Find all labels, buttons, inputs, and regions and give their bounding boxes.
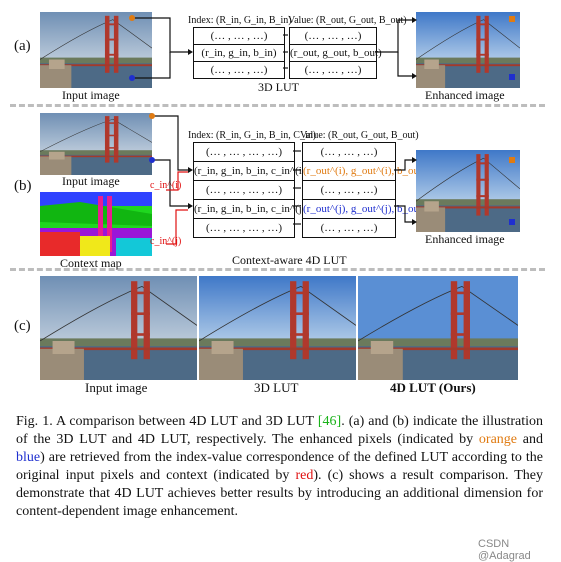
lut-caption-a: 3D LUT: [258, 80, 299, 94]
panel-c-label: (c): [14, 318, 31, 334]
caption-ref-link[interactable]: [46]: [317, 414, 342, 429]
input-caption-b: Input image: [62, 174, 120, 188]
enhanced-image-a: [416, 12, 520, 88]
value-row: (… , … , …): [320, 222, 378, 234]
context-i-label: c_in^(i): [150, 180, 182, 191]
enhanced-caption-b: Enhanced image: [425, 232, 505, 246]
panel-b-label: (b): [14, 178, 32, 194]
value-header-a: Value: (R_out, G_out, B_out): [288, 15, 407, 26]
context-map-image: [40, 192, 152, 256]
context-map-caption: Context map: [60, 256, 122, 270]
index-table-b: (… , … , … , …) (r_in, g_in, b_in, c_in^…: [193, 142, 309, 238]
index-row: (… , … , …): [194, 28, 284, 45]
context-j-label: c_in^(j): [150, 236, 182, 247]
result-3d-lut-image: [199, 276, 356, 380]
watermark: CSDN @Adagrad: [478, 538, 531, 562]
index-header-a: Index: (R_in, G_in, B_in): [188, 15, 292, 26]
enhanced-caption-a: Enhanced image: [425, 88, 505, 102]
result-caption-input: Input image: [85, 380, 148, 395]
index-row: (r_in, g_in, b_in, c_in^(i)): [194, 162, 309, 181]
value-header-b: Value: (R_out, G_out, B_out): [300, 130, 419, 141]
caption-ref: [46]: [318, 414, 341, 429]
result-caption-3d: 3D LUT: [254, 380, 299, 395]
result-input-image: [40, 276, 197, 380]
figure-caption: Fig. 1. A comparison between 4D LUT and …: [16, 413, 543, 521]
caption-text-2: . (a) and (b) indicate the illustration …: [16, 414, 544, 447]
input-caption-a: Input image: [62, 88, 120, 102]
caption-text-4: ). (c) shows a result comparison. They d…: [16, 468, 543, 519]
caption-text-1: A comparison between 4D LUT and 3D LUT: [55, 414, 314, 429]
value-row: (… , … , …): [303, 143, 395, 162]
separator: [10, 268, 545, 271]
caption-orange: orange: [478, 432, 518, 447]
orange-output-marker: [509, 16, 515, 22]
index-row: (… , … , … , …): [194, 143, 294, 162]
index-row: (r_in, g_in, b_in): [194, 45, 284, 62]
value-table-a: (… , … , …) (r_out, g_out, b_out) (… , ……: [289, 27, 382, 79]
result-4d-lut-image: [358, 276, 518, 380]
index-table-a: (… , … , …) (r_in, g_in, b_in) (… , … , …: [193, 27, 285, 79]
value-table-b: (… , … , …) (r_out^(i), g_out^(i), b_out…: [302, 142, 441, 238]
fig-number: Fig. 1.: [16, 414, 53, 429]
blue-pixel-marker: [129, 75, 135, 81]
value-row: (r_out, g_out, b_out): [290, 45, 382, 62]
caption-red: red: [295, 468, 314, 483]
orange-pixel-marker: [129, 15, 135, 21]
caption-and: and: [522, 432, 544, 447]
enhanced-image-b: [416, 150, 520, 232]
index-row: (r_in, g_in, b_in, c_in^(j)): [194, 200, 309, 219]
separator: [10, 104, 545, 107]
value-row: (… , … , …): [304, 64, 362, 76]
caption-text-3: ) are retrieved from the index-value cor…: [16, 450, 543, 483]
panel-a-label: (a): [14, 38, 31, 54]
index-header-b: Index: (R_in, G_in, B_in, C_in): [188, 130, 317, 141]
input-image-b: [40, 113, 152, 175]
value-row: (… , … , …): [303, 181, 395, 200]
panel-a-arrows: [129, 15, 515, 81]
panel-b-arrows: [149, 113, 515, 245]
index-row: (… , … , … , …): [194, 181, 294, 200]
value-row: (… , … , …): [290, 28, 376, 45]
blue-output-marker: [509, 74, 515, 80]
result-caption-4d: 4D LUT (Ours): [390, 380, 476, 395]
index-row: (… , … , … , …): [205, 222, 283, 234]
caption-blue: blue: [16, 450, 41, 465]
lut-caption-b: Context-aware 4D LUT: [232, 253, 347, 267]
index-row: (… , … , …): [210, 64, 268, 76]
